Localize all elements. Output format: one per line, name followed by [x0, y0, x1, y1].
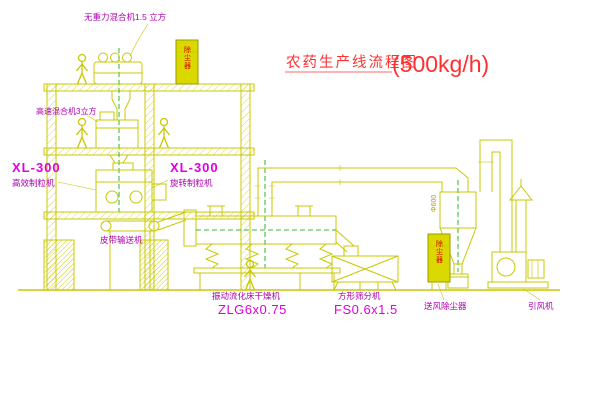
fluid-bed-dryer — [183, 205, 355, 290]
label-induced-fan: 引风机 — [528, 301, 554, 311]
exhaust-duct — [255, 165, 469, 216]
belt-conveyor — [100, 211, 187, 290]
mixer-motor — [99, 111, 115, 121]
mixer-port — [110, 52, 120, 63]
exhaust-stack — [508, 179, 534, 252]
spring — [204, 243, 220, 269]
label-fluid-bed: 振动流化床干燥机 — [212, 291, 281, 301]
duct-inner-wall — [271, 181, 443, 216]
pipe-inner-wall — [491, 151, 501, 252]
foundation-block-mid — [139, 239, 169, 291]
label-xl300-left: XL-300 — [12, 160, 61, 175]
conveyor-pulley — [100, 220, 112, 232]
dryer-discharge-chute — [335, 229, 355, 247]
fan-motor — [527, 259, 545, 279]
gravity-free-mixer — [93, 52, 143, 120]
granulator-body — [95, 169, 153, 213]
centerlines — [118, 48, 459, 272]
dust-collector-unit-right: 除尘器 — [427, 233, 451, 290]
cabinet-legs — [431, 282, 447, 290]
cabinet-body — [175, 39, 199, 85]
granulator-roller — [129, 190, 143, 204]
spring — [284, 243, 300, 269]
pipe-outer-wall — [479, 139, 513, 252]
worker-on-roof — [75, 53, 89, 85]
high-speed-mixer — [95, 111, 139, 164]
building-structure — [18, 83, 560, 291]
duct-outer-wall — [257, 167, 469, 216]
label-fluid-bed-model: ZLG6x0.75 — [218, 302, 287, 317]
label-sifter-model: FS0.6x1.5 — [334, 302, 398, 317]
fan-impeller — [496, 257, 516, 277]
transfer-chute — [157, 211, 187, 223]
diagram-title: 农药生产线流程图 — [286, 54, 418, 71]
text-labels: 农药生产线流程图 (500kg/h) 无重力混合机1.5 立方 高速混合机3立方… — [12, 12, 554, 317]
spring — [244, 243, 260, 269]
cabinet-label: 除尘器 — [436, 239, 444, 264]
fan-base — [487, 281, 549, 289]
mixer-body — [95, 119, 139, 149]
label-xl300-mid: XL-300 — [170, 160, 219, 175]
collection-drum — [447, 273, 469, 289]
granulator-inlet — [112, 162, 134, 171]
label-dust-collector: 送风除尘器 — [424, 301, 467, 311]
induced-draft-fan — [487, 251, 549, 289]
worker-floor2-left — [75, 117, 89, 149]
label-sifter: 方形筛分机 — [338, 291, 381, 301]
leader-fan — [523, 288, 541, 301]
square-sifter — [331, 245, 399, 291]
dryer-base-frame — [193, 267, 341, 274]
label-xl300-left-sub: 高效制粒机 — [12, 178, 55, 188]
leader-lines — [57, 23, 541, 301]
mixer-port — [98, 52, 108, 63]
mixer-funnel — [109, 154, 129, 164]
granulator-motor — [151, 183, 167, 201]
mixer-discharge-pipe — [111, 91, 131, 120]
duct-flanges — [255, 165, 341, 199]
sifter-body — [331, 255, 399, 283]
foundation-block-left — [43, 239, 75, 291]
leader-dust-collector — [437, 283, 445, 301]
cabinet-label: 除尘器 — [184, 45, 192, 70]
dryer-top-port — [207, 205, 225, 216]
leader-xl300-left — [57, 181, 97, 191]
dryer-top-port — [295, 205, 313, 216]
mixer-port — [122, 52, 132, 63]
stack-rain-cap — [508, 185, 534, 201]
duct-diameter-label: Φ600 — [431, 195, 438, 212]
label-belt-conveyor: 皮带输送机 — [100, 235, 143, 245]
label-top-mixer: 无重力混合机1.5 立方 — [84, 12, 166, 22]
cyclone-separator: Φ600 — [431, 191, 477, 289]
leader-top-mixer — [129, 23, 149, 57]
worker-floor2-mid — [157, 117, 171, 149]
dryer-legs — [199, 273, 335, 290]
label-high-speed-mixer: 高速混合机3立方 — [36, 106, 96, 116]
rotary-granulator — [95, 162, 167, 213]
label-xl300-mid-sub: 旋转制粒机 — [170, 178, 213, 188]
leader-high-speed-mixer — [87, 115, 99, 123]
sifter-legs — [333, 281, 397, 291]
leader-xl300-mid — [151, 179, 169, 189]
outlet-pipe — [478, 139, 513, 252]
spring — [318, 243, 334, 269]
diagram-capacity: (500kg/h) — [392, 51, 489, 77]
granulator-roller — [105, 190, 119, 204]
dust-collector-unit-top: 除尘器 — [175, 39, 199, 85]
